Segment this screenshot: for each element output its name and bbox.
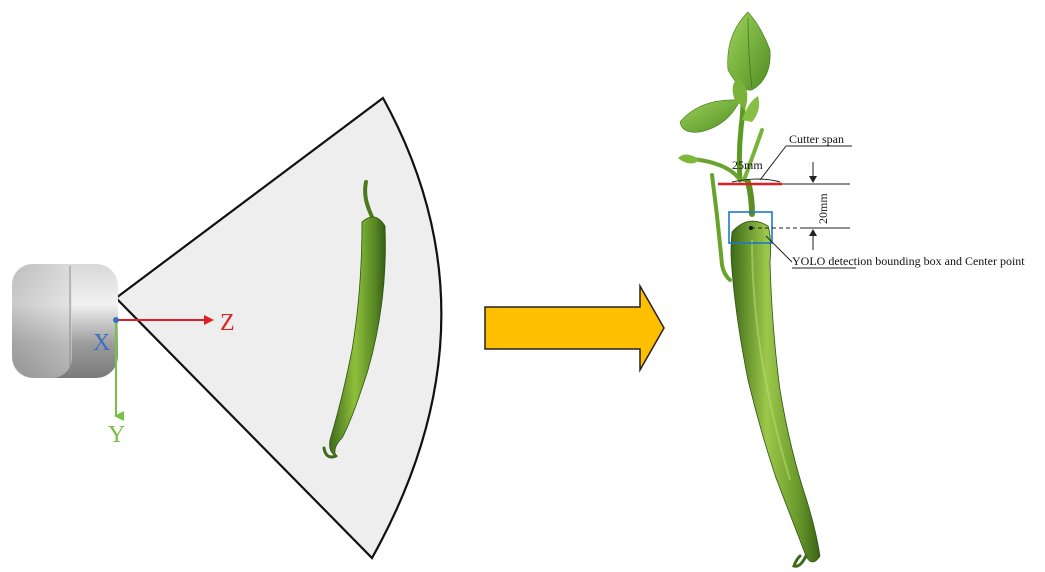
offset-value: 20mm	[816, 193, 830, 224]
left-scene: Z X Y	[12, 98, 441, 558]
depth-camera-icon	[12, 264, 118, 378]
cutter-span-value: 25mm	[732, 158, 763, 172]
right-scene: Cutter span 25mm 20mm YOLO detection bou…	[678, 12, 1025, 566]
y-axis-label: Y	[108, 422, 125, 448]
pepper-fruit	[731, 221, 820, 566]
z-axis-label: Z	[220, 310, 235, 336]
transition-arrow	[485, 286, 664, 370]
origin-point	[113, 317, 119, 323]
x-axis-label: X	[93, 330, 110, 356]
field-of-view-sector	[116, 98, 441, 558]
bbox-label: YOLO detection bounding box and Center p…	[792, 254, 1025, 268]
cutter-span-label: Cutter span	[789, 132, 844, 146]
